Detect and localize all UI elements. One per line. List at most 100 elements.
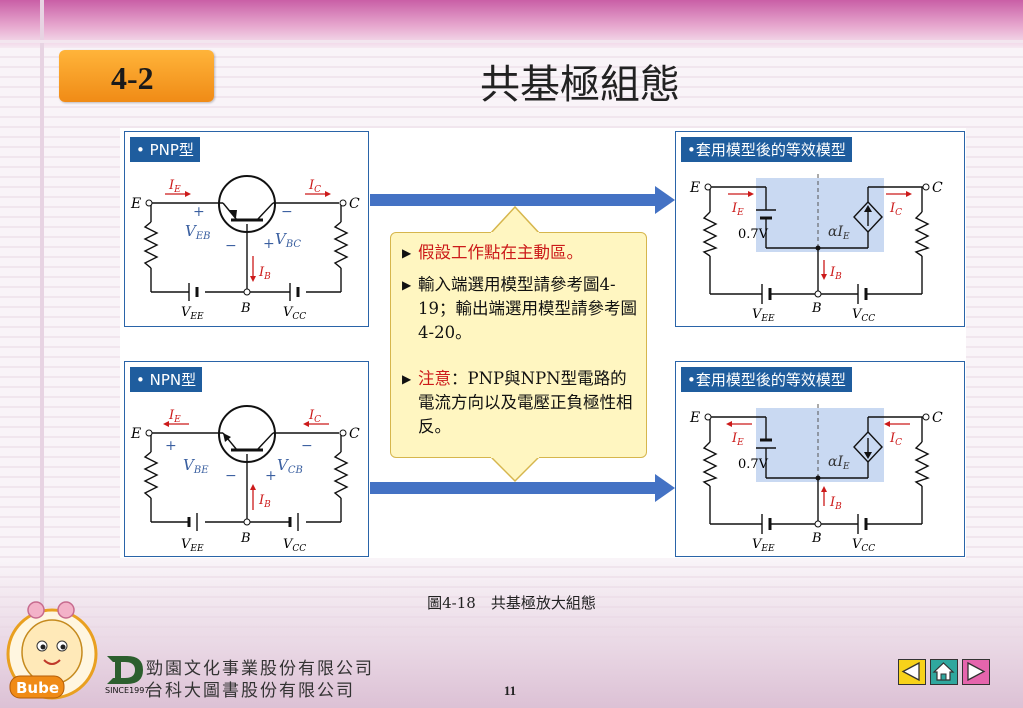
bullet-icon: ▶: [402, 278, 412, 292]
svg-text:VCB: VCB: [277, 456, 303, 476]
svg-text:IB: IB: [829, 495, 842, 512]
bottom-arrow-icon: [370, 474, 675, 502]
svg-text:IE: IE: [731, 431, 744, 448]
svg-text:VEE: VEE: [752, 537, 775, 554]
svg-text:−: −: [281, 204, 293, 220]
svg-text:C: C: [349, 426, 360, 442]
note-3-body: ：PNP與NPN型電路的電流方向以及電壓正負極性相反。: [418, 369, 633, 436]
npn-tag: • NPN型: [130, 367, 203, 392]
svg-text:B: B: [811, 301, 822, 316]
figure-caption: 圖4-18 共基極放大組態: [427, 594, 596, 612]
svg-text:αIE: αIE: [828, 224, 850, 242]
pnp-tag: • PNP型: [130, 137, 200, 162]
pnp-circuit-panel: E C B IE IC IB + − VEB + − VBC VEE VCC •…: [124, 131, 369, 327]
note-model-reference: ▶ 輸入端選用模型請參考圖4-19；輸出端選用模型請參考圖4-20。: [402, 273, 642, 345]
svg-text:IE: IE: [168, 178, 181, 195]
svg-text:+: +: [263, 236, 275, 252]
svg-text:VEE: VEE: [181, 537, 204, 554]
mascot-name: Bube: [16, 679, 59, 697]
company-name-1: 勁園文化事業股份有限公司: [146, 659, 374, 679]
top-arrow-icon: [370, 186, 675, 214]
bullet-icon: ▶: [402, 372, 412, 386]
svg-text:B: B: [811, 531, 822, 546]
veb-label: V: [185, 222, 198, 240]
svg-text:−: −: [301, 438, 313, 454]
svg-text:VCC: VCC: [852, 537, 875, 554]
triangle-left-icon: [901, 661, 920, 682]
vcb-label: V: [277, 456, 290, 474]
svg-text:C: C: [932, 180, 943, 196]
note-3-head: 注意: [418, 369, 451, 388]
svg-text:E: E: [689, 410, 700, 426]
prev-slide-button[interactable]: [898, 659, 926, 685]
svg-text:VEB: VEB: [185, 222, 211, 242]
note-polarity-warning: ▶ 注意：PNP與NPN型電路的電流方向以及電壓正負極性相反。: [402, 367, 642, 439]
svg-text:VBE: VBE: [183, 456, 209, 476]
next-slide-button[interactable]: [962, 659, 990, 685]
triangle-right-icon: [967, 661, 986, 682]
svg-text:IC: IC: [308, 178, 321, 195]
svg-text:VBC: VBC: [275, 230, 301, 250]
home-button[interactable]: [930, 659, 958, 685]
svg-text:VCC: VCC: [283, 305, 306, 322]
diode-drop-label: 0.7V: [738, 227, 769, 242]
svg-text:VEE: VEE: [181, 305, 204, 322]
svg-text:IC: IC: [889, 201, 902, 218]
pnp-circuit-diagram: E C B IE IC IB + − VEB + − VBC VEE VCC: [130, 175, 360, 322]
svg-text:IE: IE: [168, 408, 181, 425]
vbe-label: V: [183, 456, 196, 474]
svg-text:IB: IB: [829, 265, 842, 282]
ic-label: I: [308, 178, 315, 193]
callout-pointer-mask: [491, 232, 539, 458]
svg-text:E: E: [689, 180, 700, 196]
publisher-logo-icon: [107, 656, 143, 684]
svg-text:VCC: VCC: [283, 537, 306, 554]
assumption-callout: [390, 232, 647, 458]
vcc-label: V: [283, 305, 294, 320]
npn-circuit-panel: E C B IE IC IB + − VBE + − VCB VEE VCC •…: [124, 361, 369, 557]
svg-text:+: +: [265, 468, 277, 484]
equivalent-circuit-top: E C B IE IC IB 0.7V αIE VEE VCC: [689, 174, 943, 324]
npn-circuit-diagram: E C B IE IC IB + − VBE + − VCB VEE VCC: [130, 405, 360, 554]
svg-text:E: E: [130, 426, 141, 442]
svg-text:αIE: αIE: [828, 454, 850, 472]
svg-text:IC: IC: [308, 408, 321, 425]
svg-text:C: C: [932, 410, 943, 426]
alpha-ie-label: α: [828, 224, 838, 240]
svg-text:+: +: [193, 204, 205, 220]
equivalent-circuit-bottom: E C B IE IC IB 0.7V αIE VEE VCC: [689, 404, 943, 554]
home-icon: [932, 662, 955, 681]
svg-text:B: B: [240, 531, 251, 546]
since-year: SINCE1997: [105, 686, 150, 695]
page-number: 11: [503, 683, 517, 698]
section-badge: 4-2: [59, 50, 214, 102]
decorative-vertical-line: [40, 0, 44, 630]
slide-title: 共基極組態: [480, 62, 680, 108]
note-active-region: ▶ 假設工作點在主動區。: [402, 241, 642, 265]
terminal-b-label: B: [240, 301, 251, 316]
ib-label: I: [258, 265, 265, 280]
svg-text:−: −: [225, 238, 237, 254]
svg-text:0.7V: 0.7V: [738, 457, 769, 472]
vbc-label: V: [275, 230, 288, 248]
company-name-2: 台科大圖書股份有限公司: [146, 681, 355, 701]
equivalent-model-tag-top: •套用模型後的等效模型: [681, 137, 852, 162]
equivalent-model-tag-bottom: •套用模型後的等效模型: [681, 367, 852, 392]
ie-label: I: [168, 178, 175, 193]
svg-text:+: +: [165, 438, 177, 454]
svg-text:IB: IB: [258, 493, 271, 510]
bube-mascot: Bube: [6, 601, 98, 700]
svg-text:−: −: [225, 468, 237, 484]
terminal-e-label: E: [130, 196, 141, 212]
svg-text:VEE: VEE: [752, 307, 775, 324]
equivalent-model-panel-bottom: E C B IE IC IB 0.7V αIE VEE VCC •套用模型後的等…: [675, 361, 965, 557]
svg-text:IB: IB: [258, 265, 271, 282]
section-number: 4-2: [111, 60, 154, 96]
bullet-icon: ▶: [402, 246, 412, 260]
decorative-horizontal-line: [0, 40, 1023, 43]
terminal-c-label: C: [349, 196, 360, 212]
svg-text:IE: IE: [731, 201, 744, 218]
background-footer-band: [0, 560, 1023, 708]
svg-text:VCC: VCC: [852, 307, 875, 324]
note-1-text: 假設工作點在主動區。: [418, 243, 583, 262]
